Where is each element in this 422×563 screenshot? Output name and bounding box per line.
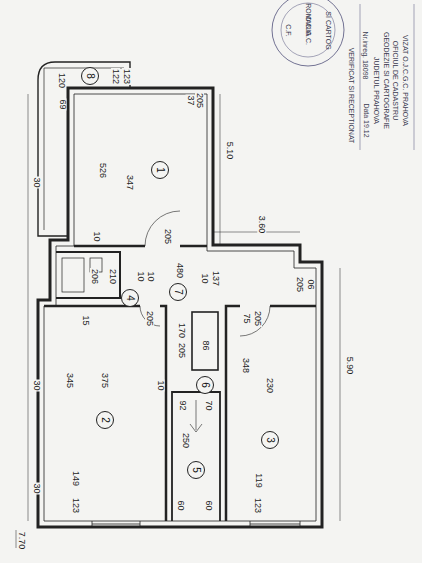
door-swing bbox=[140, 306, 160, 326]
stamp-text: VERIFICAT SI RECEPTIONAT bbox=[349, 46, 356, 144]
room-number: 8 bbox=[81, 67, 99, 85]
dimension-text: 10 bbox=[145, 270, 154, 282]
dimension-text: 86 bbox=[200, 339, 209, 351]
dimension-text: 69 bbox=[57, 98, 66, 110]
dimension-text: 10 bbox=[135, 270, 144, 282]
room-number-text: 8 bbox=[85, 73, 95, 79]
stamp-text: Nr.inreg. 18098 bbox=[363, 30, 370, 80]
dimension-text: 5.10 bbox=[226, 140, 235, 160]
dimension-text: 30 bbox=[31, 379, 40, 391]
dimension-text: 92 bbox=[177, 399, 186, 411]
dimension-text: 119 bbox=[253, 472, 262, 488]
dimension-text: 10 bbox=[91, 230, 100, 242]
room-number: 2 bbox=[96, 411, 114, 429]
dimension-text: 480 bbox=[176, 261, 185, 278]
dimension-text: 123 bbox=[72, 496, 81, 513]
stamp-text: VIZAT O.J.C.G.C. PRAHOVA bbox=[402, 33, 409, 126]
stamp-text: SI CARTOG bbox=[324, 10, 331, 50]
dimension-text: 10 bbox=[199, 272, 208, 284]
stamp-text: OFICIUL DE CADASTRU bbox=[392, 39, 399, 120]
dimension-text: 205 bbox=[196, 91, 205, 108]
dimension-text: 5.90 bbox=[346, 355, 355, 375]
dimension-text: 120 bbox=[58, 71, 67, 88]
dimension-text: 75 bbox=[241, 312, 250, 324]
room-number-text: 6 bbox=[200, 382, 210, 388]
dimension-text: 170 bbox=[178, 321, 187, 338]
stamp bbox=[272, 0, 344, 66]
dimension-text: 250 bbox=[182, 431, 191, 448]
room-number: 5 bbox=[187, 461, 205, 479]
wall bbox=[74, 245, 207, 248]
wall bbox=[44, 306, 166, 521]
room-number-text: 2 bbox=[100, 417, 110, 423]
wall bbox=[192, 312, 218, 370]
stamp-frame bbox=[360, 4, 414, 150]
dimension-text: 37 bbox=[185, 94, 194, 106]
dimension-text: 205 bbox=[178, 341, 187, 358]
dimension-text: 205 bbox=[164, 227, 173, 244]
dimension-text: 10 bbox=[155, 379, 164, 391]
room-number: 4 bbox=[121, 289, 139, 307]
wall bbox=[172, 392, 220, 521]
window bbox=[92, 521, 300, 527]
dimension-text: 526 bbox=[99, 161, 108, 178]
room-number: 1 bbox=[151, 161, 169, 179]
dimension-text: 60 bbox=[203, 499, 212, 511]
room-number: 3 bbox=[261, 431, 279, 449]
room-number-text: 5 bbox=[191, 467, 201, 473]
outer-wall-inner bbox=[44, 94, 316, 521]
dimension-text: 30 bbox=[31, 482, 40, 494]
room-number-text: 3 bbox=[265, 437, 275, 443]
dimension-line bbox=[16, 94, 340, 548]
wall bbox=[56, 252, 120, 298]
stamp-text: C.F. bbox=[284, 23, 291, 37]
door-swing bbox=[240, 306, 270, 336]
dimension-text: 15 bbox=[80, 314, 89, 326]
room-number-text: 4 bbox=[125, 295, 135, 301]
dimension-text: 230 bbox=[266, 376, 275, 393]
dimension-text: 123 bbox=[123, 67, 132, 84]
room-number: 7 bbox=[169, 283, 187, 301]
dimension-text: 60 bbox=[175, 499, 184, 511]
dimension-text: 205 bbox=[296, 275, 305, 292]
bathtub bbox=[62, 258, 84, 292]
stair-arrow bbox=[190, 400, 202, 432]
dimension-text: 347 bbox=[126, 173, 135, 190]
room-number: 6 bbox=[196, 376, 214, 394]
room-number-text: 1 bbox=[155, 167, 165, 173]
dimension-text: 7.70 bbox=[18, 530, 27, 550]
dimension-text: 205 bbox=[146, 309, 155, 326]
stamp-text: GEODEZIE SI CARTOGRAFIE bbox=[382, 31, 389, 130]
dimension-text: 348 bbox=[242, 356, 251, 373]
dimension-text: 06 bbox=[305, 278, 314, 290]
room-number-text: 7 bbox=[173, 289, 183, 295]
dimension-text: 375 bbox=[101, 371, 110, 388]
wall bbox=[226, 306, 316, 521]
balcony-rail bbox=[44, 68, 124, 230]
outer-wall bbox=[38, 88, 322, 527]
dimension-text: 137 bbox=[212, 269, 221, 286]
stamp-text: O.C.G.C. bbox=[305, 15, 312, 46]
dimension-text: 210 bbox=[109, 267, 118, 284]
dimension-text: 123 bbox=[254, 496, 263, 513]
dimension-text: 70 bbox=[203, 399, 212, 411]
dimension-text: 206 bbox=[91, 267, 100, 284]
stamp-text: Data 19.12 bbox=[363, 102, 370, 138]
dimension-text: 30 bbox=[31, 176, 40, 188]
door-swing bbox=[145, 211, 180, 246]
dimension-text: 205 bbox=[254, 309, 263, 326]
stamp-text: JUDETUL PRAHOVA bbox=[373, 56, 380, 125]
dimension-text: 149 bbox=[72, 469, 81, 486]
dimension-text: 122 bbox=[112, 67, 121, 84]
dimension-text: 3.60 bbox=[258, 214, 267, 234]
dimension-text: 345 bbox=[66, 371, 75, 388]
